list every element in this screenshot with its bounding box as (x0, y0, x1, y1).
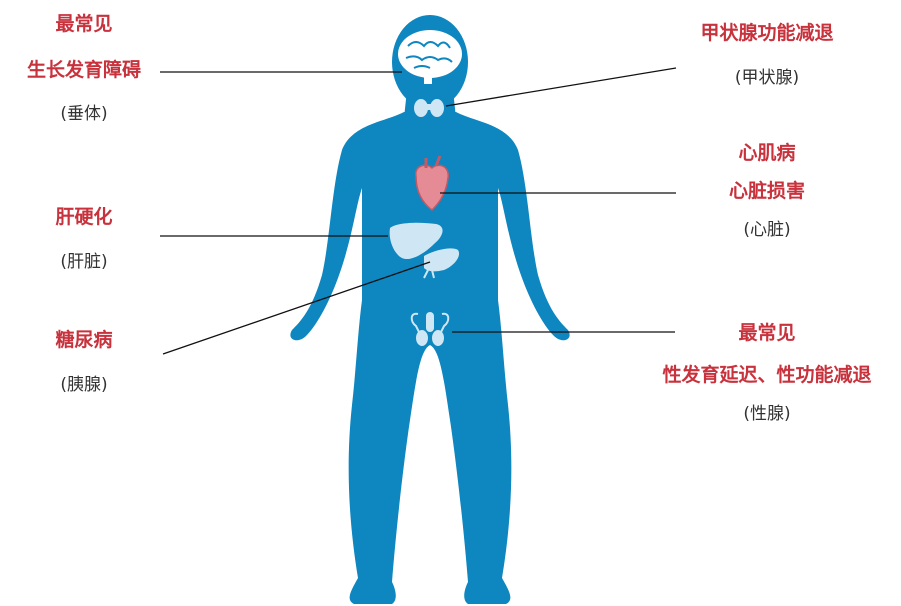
liver-organ-label: (肝脏) (60, 254, 107, 271)
heart-title-line1: 心肌病 (738, 144, 795, 163)
pituitary-title-line2: 生长发育障碍 (27, 61, 141, 80)
body-silhouette (290, 15, 569, 604)
thyroid-title: 甲状腺功能减退 (700, 24, 833, 43)
leader-line-thyroid (446, 68, 676, 106)
gonads-title-line1: 最常见 (738, 324, 795, 343)
heart-organ-label: (心脏) (743, 222, 790, 239)
thyroid-organ-label: (甲状腺) (735, 70, 799, 87)
gonads-title-line2: 性发育延迟、性功能减退 (662, 366, 871, 385)
liver-title: 肝硬化 (55, 208, 112, 227)
pancreas-organ-label: (胰腺) (60, 377, 107, 394)
heart-title-line2: 心脏损害 (729, 182, 805, 201)
gonads-organ-label: (性腺) (743, 406, 790, 423)
pituitary-organ-label: (垂体) (60, 106, 107, 123)
pancreas-title: 糖尿病 (55, 331, 112, 350)
pituitary-title-line1: 最常见 (55, 15, 112, 34)
